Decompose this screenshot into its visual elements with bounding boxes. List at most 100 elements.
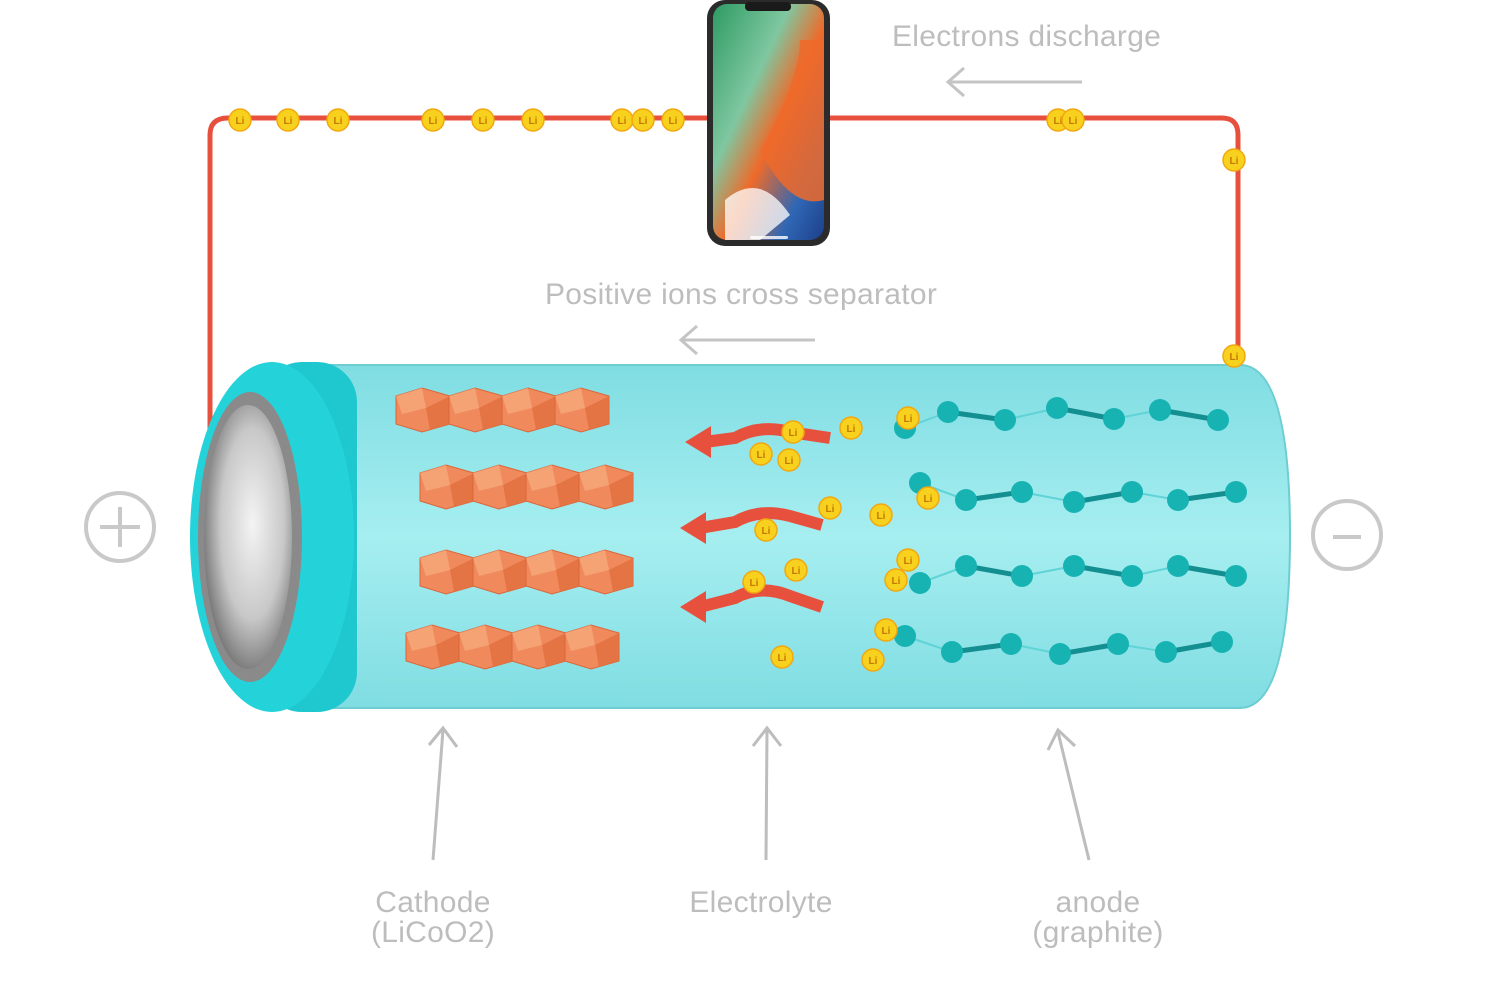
svg-text:Li: Li: [1054, 116, 1063, 127]
cathode-label-line2: (LiCoO2): [370, 916, 496, 949]
svg-text:Li: Li: [789, 428, 798, 439]
carbon-atom: [1121, 565, 1143, 587]
carbon-atom: [909, 572, 931, 594]
carbon-atom: [1063, 555, 1085, 577]
lithium-ion: Li: [661, 108, 685, 132]
lithium-ion: Li: [916, 486, 940, 510]
carbon-atom: [941, 641, 963, 663]
svg-text:Li: Li: [869, 656, 878, 667]
cathode-crystal: [458, 624, 514, 670]
carbon-atom: [1103, 408, 1125, 430]
carbon-atom: [1149, 399, 1171, 421]
cathode-crystal: [501, 387, 557, 433]
phone-device-icon: [707, 0, 830, 246]
svg-text:Li: Li: [529, 116, 538, 127]
svg-text:Li: Li: [618, 116, 627, 127]
svg-text:Li: Li: [892, 576, 901, 587]
svg-text:Li: Li: [904, 414, 913, 425]
cathode-label: Cathode (LiCoO2): [371, 888, 495, 948]
lithium-ion: Li: [610, 108, 634, 132]
svg-text:Li: Li: [1230, 156, 1239, 167]
lithium-ion: Li: [326, 108, 350, 132]
svg-text:Li: Li: [429, 116, 438, 127]
svg-text:Li: Li: [847, 424, 856, 435]
svg-text:Li: Li: [792, 566, 801, 577]
lithium-ion: Li: [521, 108, 545, 132]
electrons-discharge-label: Electrons discharge: [892, 20, 1162, 53]
svg-text:Li: Li: [479, 116, 488, 127]
cathode-crystal: [525, 549, 581, 595]
lithium-ion: Li: [896, 406, 920, 430]
cathode-layer: [395, 387, 634, 670]
cathode-crystal: [554, 387, 610, 433]
svg-text:Li: Li: [1069, 116, 1078, 127]
lithium-ion: Li: [421, 108, 445, 132]
svg-text:Li: Li: [785, 456, 794, 467]
lithium-ion: Li: [818, 496, 842, 520]
carbon-atom: [1225, 481, 1247, 503]
carbon-atom: [1207, 409, 1229, 431]
cathode-crystal: [564, 624, 620, 670]
cathode-crystal: [472, 549, 528, 595]
svg-text:Li: Li: [882, 626, 891, 637]
svg-text:Li: Li: [1230, 352, 1239, 363]
lithium-ion: Li: [884, 568, 908, 592]
lithium-ion: Li: [1222, 344, 1246, 368]
cathode-crystal: [472, 464, 528, 510]
graphite-chain: [894, 625, 1233, 665]
cathode-crystal: [578, 464, 634, 510]
svg-text:Li: Li: [778, 653, 787, 664]
carbon-atom: [1107, 633, 1129, 655]
lithium-ion: Li: [839, 416, 863, 440]
carbon-atom: [1000, 633, 1022, 655]
lithium-ion: Li: [874, 618, 898, 642]
svg-text:Li: Li: [924, 494, 933, 505]
lithium-ion: Li: [777, 448, 801, 472]
lithium-ion: Li: [1222, 148, 1246, 172]
svg-text:Li: Li: [669, 116, 678, 127]
lithium-ion: Li: [742, 570, 766, 594]
carbon-atom: [1063, 491, 1085, 513]
svg-text:Li: Li: [639, 116, 648, 127]
svg-text:Li: Li: [826, 504, 835, 515]
lithium-ion: Li: [631, 108, 655, 132]
carbon-atom: [1046, 397, 1068, 419]
minus-terminal-icon: [1311, 499, 1383, 571]
plus-terminal-icon: [84, 491, 156, 563]
carbon-atom: [1225, 565, 1247, 587]
graphite-chain: [909, 555, 1247, 594]
carbon-atom: [937, 401, 959, 423]
positive-ions-label: Positive ions cross separator: [545, 278, 938, 311]
cathode-crystal: [395, 387, 451, 433]
cathode-crystal: [525, 464, 581, 510]
cathode-crystal: [511, 624, 567, 670]
anode-pointer-arrow: [1046, 727, 1091, 861]
anode-label: anode (graphite): [1032, 888, 1163, 948]
lithium-ion: Li: [869, 503, 893, 527]
graphite-chain: [894, 397, 1229, 439]
cathode-label-line1: Cathode: [375, 886, 491, 919]
svg-text:Li: Li: [762, 526, 771, 537]
lithium-ion: Li: [228, 108, 252, 132]
carbon-atom: [955, 555, 977, 577]
carbon-atom: [1121, 481, 1143, 503]
cathode-crystal: [405, 624, 461, 670]
anode-label-line1: anode: [1055, 886, 1141, 919]
cathode-crystal: [419, 464, 475, 510]
svg-text:Li: Li: [904, 556, 913, 567]
ion-direction-arrow: [678, 324, 815, 356]
svg-text:Li: Li: [236, 116, 245, 127]
svg-text:Li: Li: [284, 116, 293, 127]
svg-text:Li: Li: [334, 116, 343, 127]
cathode-pointer-arrow: [427, 725, 459, 861]
lithium-ion: Li: [861, 648, 885, 672]
carbon-atom: [1049, 643, 1071, 665]
carbon-atom: [955, 489, 977, 511]
anode-layer: [894, 397, 1247, 665]
svg-text:Li: Li: [877, 511, 886, 522]
carbon-atom: [1011, 565, 1033, 587]
cathode-crystal: [578, 549, 634, 595]
carbon-atom: [1167, 555, 1189, 577]
lithium-ion: Li: [754, 518, 778, 542]
